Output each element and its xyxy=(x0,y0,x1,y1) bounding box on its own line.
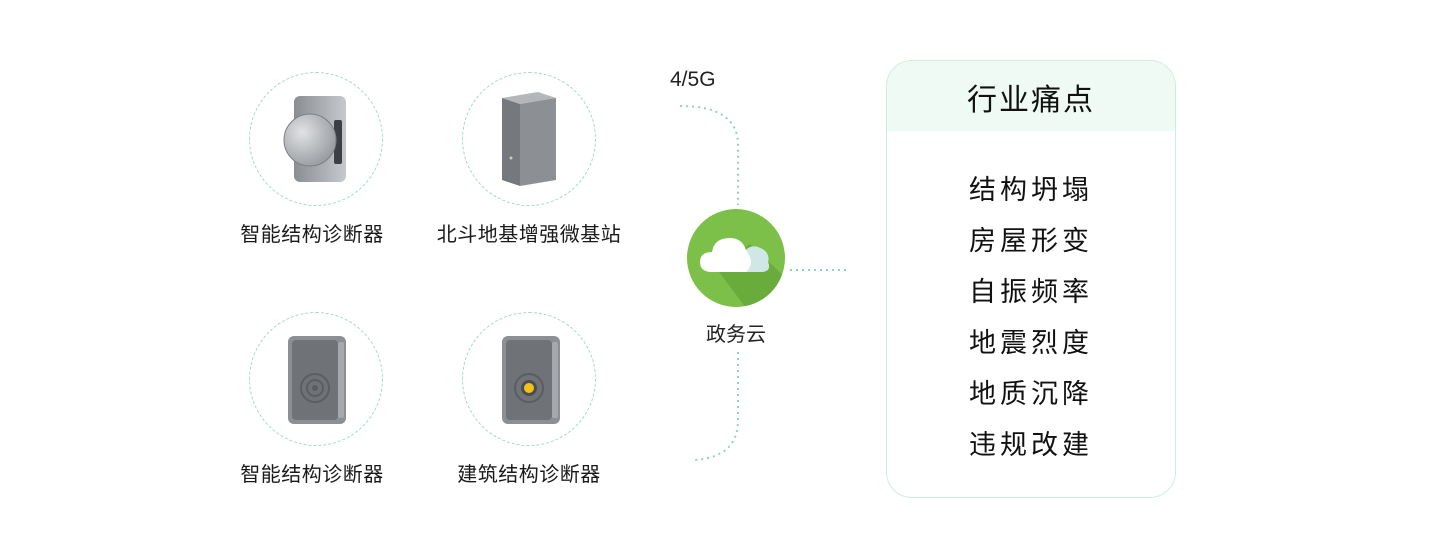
list-item: 违规改建 xyxy=(969,430,1093,461)
list-item: 自振频率 xyxy=(969,277,1093,308)
cylinder-sensor-icon xyxy=(283,96,346,182)
cloud-icon xyxy=(687,209,785,307)
device-label-4: 建筑结构诊断器 xyxy=(457,462,601,486)
network-label: 4/5G xyxy=(670,68,716,91)
list-item: 地质沉降 xyxy=(969,379,1093,410)
device-label-2: 北斗地基增强微基站 xyxy=(436,222,622,246)
device-circle-1 xyxy=(249,72,383,206)
device-label-1: 智能结构诊断器 xyxy=(240,222,384,246)
cloud-label: 政务云 xyxy=(706,322,766,346)
grey-sensor-icon xyxy=(288,336,346,424)
pain-points-panel: 行业痛点 结构坍塌 房屋形变 自振频率 地震烈度 地质沉降 违规改建 xyxy=(886,60,1176,498)
upper-connector xyxy=(679,105,739,205)
panel-title: 行业痛点 xyxy=(887,61,1175,131)
base-station-box-icon xyxy=(502,92,556,186)
list-item: 地震烈度 xyxy=(969,328,1093,359)
device-circle-3 xyxy=(249,312,383,446)
list-item: 房屋形变 xyxy=(969,226,1093,257)
device-label-3: 智能结构诊断器 xyxy=(240,462,384,486)
list-item: 结构坍塌 xyxy=(969,175,1093,206)
lower-connector xyxy=(692,352,739,461)
device-circle-2 xyxy=(462,72,596,206)
device-circle-4 xyxy=(462,312,596,446)
pain-points-list: 结构坍塌 房屋形变 自振频率 地震烈度 地质沉降 违规改建 xyxy=(887,131,1175,471)
grey-sensor-yellow-dot-icon xyxy=(502,336,560,424)
